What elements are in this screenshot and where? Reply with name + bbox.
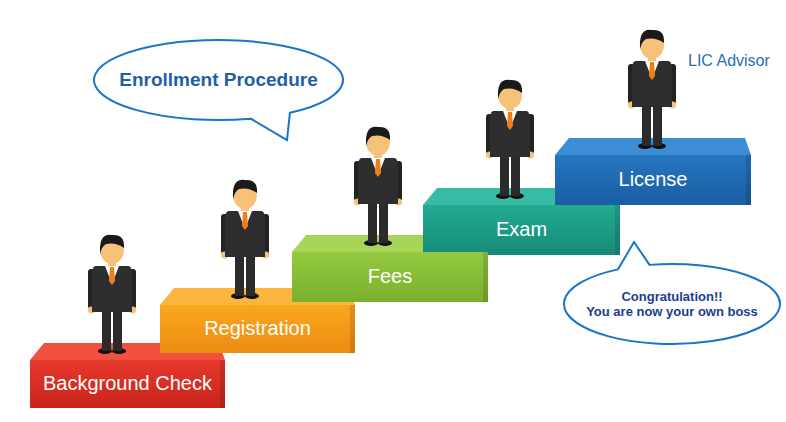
role-label: LIC Advisor	[688, 52, 770, 70]
speech-bubble: Congratulation!!You are now your own bos…	[562, 262, 782, 346]
step-label: Background Check	[43, 372, 212, 396]
tie	[242, 212, 248, 230]
bubble-shape	[564, 242, 780, 344]
leg	[642, 101, 651, 146]
step-label: Registration	[204, 317, 311, 341]
leg	[368, 198, 377, 243]
person	[354, 127, 402, 246]
leg	[500, 151, 509, 196]
hair	[233, 180, 257, 199]
leg	[379, 198, 388, 243]
jacket	[92, 266, 132, 312]
shirt	[238, 211, 252, 229]
step-block: License	[555, 155, 751, 205]
bubble-text: You are now your own boss	[586, 304, 758, 319]
bubble-text: Enrollment Procedure	[119, 69, 318, 91]
step-label: License	[619, 168, 688, 192]
tie	[507, 112, 513, 130]
leg	[102, 306, 111, 351]
leg	[246, 251, 255, 296]
tie	[649, 62, 655, 80]
speech-bubble: Enrollment Procedure	[92, 38, 345, 122]
shirt	[645, 61, 659, 79]
jacket	[632, 61, 672, 107]
leg	[653, 101, 662, 146]
hair	[366, 127, 390, 146]
step-block: Fees	[292, 252, 488, 302]
hair	[498, 80, 522, 99]
hair	[640, 30, 664, 49]
person	[628, 30, 676, 149]
shirt	[105, 266, 119, 284]
leg	[113, 306, 122, 351]
jacket	[358, 158, 398, 204]
leg	[511, 151, 520, 196]
bubble-shape	[94, 40, 343, 140]
jacket	[225, 211, 265, 257]
shirt	[371, 158, 385, 176]
step-label: Fees	[368, 265, 412, 289]
person	[88, 235, 136, 354]
hair	[100, 235, 124, 254]
jacket	[490, 111, 530, 157]
step-block: Background Check	[30, 360, 225, 408]
step-label: Exam	[496, 218, 547, 242]
person	[221, 180, 269, 299]
tie	[375, 159, 381, 177]
step-block: Exam	[423, 205, 620, 255]
tie	[109, 267, 115, 285]
leg	[235, 251, 244, 296]
person	[486, 80, 534, 199]
step-block: Registration	[160, 305, 355, 353]
bubble-text: Congratulation!!	[621, 289, 722, 304]
shirt	[503, 111, 517, 129]
